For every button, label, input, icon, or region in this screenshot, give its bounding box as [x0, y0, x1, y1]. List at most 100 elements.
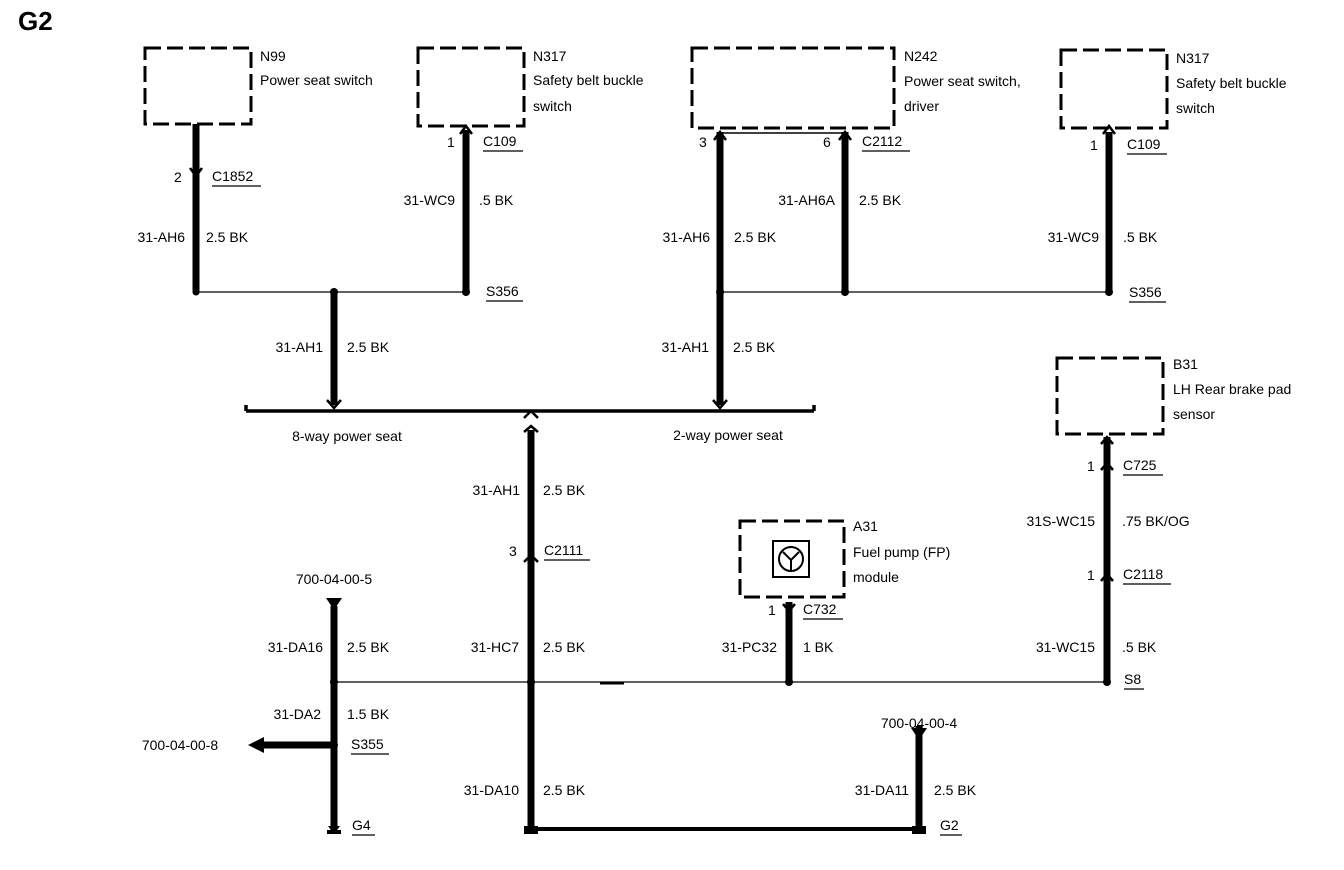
c2111-pin: 3 [509, 543, 517, 559]
arrow-up-icon [459, 123, 473, 135]
w-da2-gauge: 1.5 BK [347, 706, 390, 722]
component-n317-left: N317 Safety belt buckle switch [416, 46, 644, 128]
w-ah6-mid-circuit: 31-AH6 [663, 229, 711, 245]
splice-dot [785, 678, 793, 686]
c2112-name: C2112 [862, 133, 902, 149]
n99-name: Power seat switch [260, 72, 373, 88]
w-da11-gauge: 2.5 BK [934, 782, 977, 798]
option-labels: 8-way power seat 2-way power seat [292, 427, 783, 444]
n317-left-box [416, 46, 526, 128]
reference-labels: 700-04-00-5 700-04-00-8 700-04-00-4 [142, 571, 957, 753]
splice-dot [527, 678, 535, 686]
n317-right-box [1059, 48, 1169, 130]
ground-node-icon [524, 826, 538, 834]
arrow-up-icon [523, 424, 539, 433]
b31-box [1055, 356, 1165, 436]
w-wc9-right-gauge: .5 BK [1123, 229, 1158, 245]
c732-name: C732 [803, 601, 837, 617]
w-hc7-gauge: 2.5 BK [543, 639, 586, 655]
wire-labels: 31-AH6 2.5 BK 31-WC9 .5 BK 31-AH6 2.5 BK… [138, 192, 1190, 798]
arrow-up-icon [1100, 572, 1114, 582]
arrow-left-icon [248, 737, 264, 753]
n242-code: N242 [904, 48, 938, 64]
w-da11-circuit: 31-DA11 [855, 782, 909, 798]
reference-triangle-icon [326, 598, 342, 610]
w-hc7-circuit: 31-HC7 [471, 639, 519, 655]
arrow-up-icon [838, 129, 852, 141]
ref-5-label: 700-04-00-5 [296, 571, 372, 587]
a31-name-2: module [853, 569, 899, 585]
n242-box [690, 46, 896, 130]
ground-labels: G4 G2 [352, 817, 962, 836]
component-a31: A31 Fuel pump (FP) module [738, 518, 950, 599]
w-wc9-left-gauge: .5 BK [479, 192, 514, 208]
arrow-up-icon [1100, 435, 1114, 445]
c2111-name: C2111 [544, 542, 583, 558]
w-ah1-center-gauge: 2.5 BK [543, 482, 586, 498]
c725-pin: 1 [1087, 458, 1095, 474]
w-da2-circuit: 31-DA2 [274, 706, 322, 722]
ground-markers [327, 826, 926, 834]
ground-g4-bar [327, 830, 341, 834]
g4-label: G4 [352, 817, 371, 833]
w-da16-gauge: 2.5 BK [347, 639, 390, 655]
arrow-down-icon [189, 167, 203, 179]
a31-box [738, 519, 846, 599]
c1852-pin: 2 [174, 169, 182, 185]
arrow-up-icon [523, 409, 539, 419]
splice-dot [330, 288, 338, 296]
w-ah1-mid-gauge: 2.5 BK [733, 339, 776, 355]
a31-code: A31 [853, 518, 878, 534]
s356-left-label: S356 [486, 283, 519, 299]
c725-name: C725 [1123, 457, 1157, 473]
arrow-down-icon [712, 399, 728, 410]
c109-left-pin: 1 [447, 134, 455, 150]
w-da10-circuit: 31-DA10 [464, 782, 519, 798]
splice-dot [192, 288, 200, 296]
splice-labels: S356 S356 S8 S355 [351, 283, 1166, 755]
n242-name-2: driver [904, 98, 939, 114]
n99-box [143, 46, 253, 126]
w-wc9-left-circuit: 31-WC9 [404, 192, 456, 208]
ground-g2-icon [912, 826, 926, 834]
arrow-down-icon [326, 399, 342, 410]
option-2-way-label: 2-way power seat [673, 427, 783, 443]
option-8-way-label: 8-way power seat [292, 428, 402, 444]
s8-label: S8 [1124, 671, 1141, 687]
n317-left-code: N317 [533, 48, 567, 64]
n317-left-name-2: switch [533, 98, 572, 114]
w-ah6a-gauge: 2.5 BK [859, 192, 902, 208]
w-wc15-upper-circuit: 31S-WC15 [1027, 513, 1096, 529]
splice-dot [1103, 678, 1111, 686]
splice-dot [330, 741, 338, 749]
w-wc9-right-circuit: 31-WC9 [1048, 229, 1100, 245]
n242-name: Power seat switch, [904, 73, 1021, 89]
arrow-up-icon [1102, 123, 1116, 135]
c2118-name: C2118 [1123, 566, 1163, 582]
c109-right-pin: 1 [1090, 137, 1098, 153]
ref-4-label: 700-04-00-4 [881, 715, 957, 731]
b31-name: LH Rear brake pad [1173, 381, 1291, 397]
arrow-down-icon [782, 603, 796, 613]
arrow-up-icon [713, 129, 727, 141]
n317-left-name: Safety belt buckle [533, 72, 644, 88]
arrow-up-icon [1100, 461, 1114, 471]
w-wc15-lower-circuit: 31-WC15 [1036, 639, 1095, 655]
w-wc15-lower-gauge: .5 BK [1122, 639, 1157, 655]
component-n242: N242 Power seat switch, driver [690, 46, 1021, 130]
w-ah6a-circuit: 31-AH6A [778, 192, 835, 208]
component-b31: B31 LH Rear brake pad sensor [1055, 356, 1291, 436]
c2112-pin-3: 3 [699, 134, 707, 150]
s356-right-label: S356 [1129, 284, 1162, 300]
splice-dot [462, 288, 470, 296]
fuel-pump-icon [772, 540, 810, 578]
b31-name-2: sensor [1173, 406, 1215, 422]
component-n99: N99 Power seat switch [143, 46, 373, 126]
w-wc15-upper-gauge: .75 BK/OG [1122, 513, 1190, 529]
c109-left-name: C109 [483, 133, 517, 149]
ref-8-label: 700-04-00-8 [142, 737, 218, 753]
c2112-pin-6: 6 [823, 134, 831, 150]
n317-right-name-2: switch [1176, 100, 1215, 116]
w-ah1-mid-circuit: 31-AH1 [662, 339, 710, 355]
